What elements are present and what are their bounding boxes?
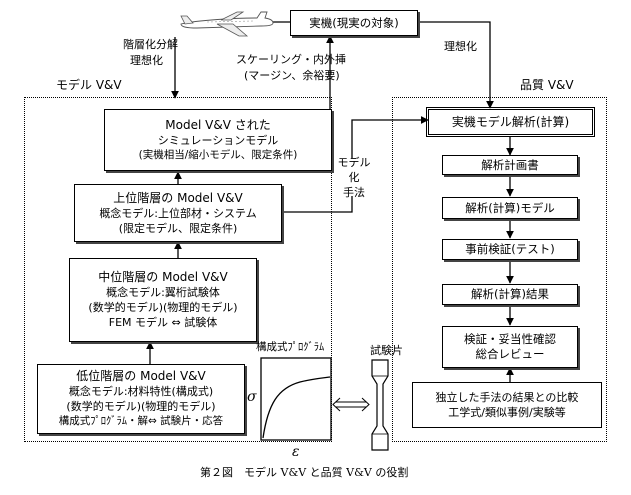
model-vv-title: モデル V&V <box>56 78 122 92</box>
analysis-box: 実機モデル解析(計算) <box>426 107 595 137</box>
compare-line-1: 独立した手法の結果との比較 <box>435 391 579 404</box>
middle-level-line-4: FEM モデル ⇔ 試験体 <box>108 316 218 329</box>
epsilon-label: ε <box>292 444 300 460</box>
quality-vv-region <box>392 97 607 442</box>
sim-model-line-2: シミュレーションモデル <box>157 133 279 147</box>
review-box: 検証・妥当性確認 総合レビュー <box>442 326 578 368</box>
modeling-method-line-2: 手法 <box>343 185 365 199</box>
modeling-method-line-1: モデル化 <box>337 155 371 184</box>
constitutive-label: 構成式ﾌﾟﾛｸﾞﾗﾑ <box>256 341 325 353</box>
middle-level-line-2: 概念モデル:翼桁試験体 <box>106 286 220 299</box>
review-line-2: 総合レビュー <box>475 347 545 361</box>
lower-level-line-4: 構成式ﾌﾟﾛｸﾞﾗﾑ・解⇔ 試験片・応答 <box>58 415 224 427</box>
middle-level-line-1: 中位階層の Model V&V <box>98 270 228 284</box>
lower-level-line-2: 概念モデル:材料特性(構成式) <box>68 385 214 398</box>
compare-line-2: 工学式/類似事例/実験等 <box>448 406 566 419</box>
plan-box: 解析計画書 <box>442 155 578 175</box>
upper-level-line-2: 概念モデル:上位部材・システム <box>99 206 257 220</box>
sim-model-box: Model V&V された シミュレーションモデル (実機相当/縮小モデル、限定… <box>104 109 332 171</box>
sim-model-line-1: Model V&V された <box>165 117 271 132</box>
idealize-left-label-2: 理想化 <box>130 54 163 67</box>
compare-box: 独立した手法の結果との比較 工学式/類似事例/実験等 <box>412 382 602 428</box>
upper-level-line-3: (限定モデル、限定条件) <box>118 221 238 235</box>
idealize-right-arrow <box>420 21 494 109</box>
sim-model-line-3: (実機相当/縮小モデル、限定条件) <box>138 148 298 161</box>
real-machine-box: 実機(現実の対象) <box>290 10 418 36</box>
scaling-label-2: (マージン、余裕要) <box>244 69 340 82</box>
middle-level-line-3: (数学的モデル)(物理的モデル) <box>88 301 238 314</box>
calc-result-box: 解析(計算)結果 <box>442 284 578 305</box>
lower-level-line-3: (数学的モデル)(物理的モデル) <box>66 400 216 413</box>
middle-level-box: 中位階層の Model V&V 概念モデル:翼桁試験体 (数学的モデル)(物理的… <box>69 258 257 342</box>
sigma-label: σ <box>247 389 257 405</box>
lower-level-line-1: 低位階層の Model V&V <box>76 369 206 383</box>
upper-level-line-1: 上位階層の Model V&V <box>113 190 243 205</box>
idealize-right-label: 理想化 <box>444 40 477 53</box>
scaling-label-1: スケーリング・内外挿 <box>236 53 346 66</box>
upper-level-box: 上位階層の Model V&V 概念モデル:上位部材・システム (限定モデル、限… <box>74 184 282 242</box>
specimen-label: 試験片 <box>370 344 403 357</box>
figure-caption: 第２図 モデル V&V と品質 V&V の役割 <box>200 466 409 479</box>
review-line-1: 検証・妥当性確認 <box>464 332 556 346</box>
lower-level-box: 低位階層の Model V&V 概念モデル:材料特性(構成式) (数学的モデル)… <box>37 364 245 434</box>
modeling-method-box: モデル化 手法 <box>334 155 374 199</box>
idealize-left-label-1: 階層化分解 <box>123 38 178 51</box>
pre-verification-box: 事前検証(テスト) <box>442 239 578 260</box>
quality-vv-title: 品質 V&V <box>520 78 574 92</box>
calc-model-box: 解析(計算)モデル <box>442 197 578 219</box>
